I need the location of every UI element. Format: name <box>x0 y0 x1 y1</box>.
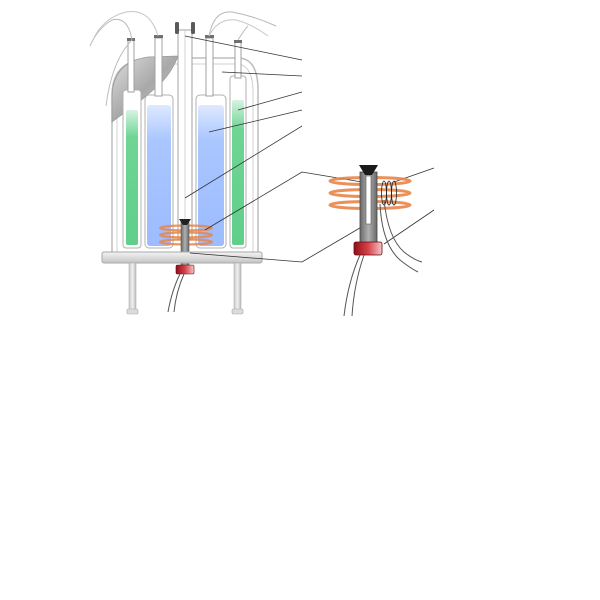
gas-line-right-drop <box>237 25 249 41</box>
main-apparatus <box>89 11 277 315</box>
callout-line-1 <box>184 35 303 61</box>
right-blue-neck <box>205 37 214 97</box>
main-sample-funnel <box>179 219 191 225</box>
left-green-cap <box>127 38 135 41</box>
gas-line-left-drop <box>105 39 133 107</box>
callout-line-9 <box>383 209 435 245</box>
right-foot <box>231 308 244 315</box>
inset-red-connector <box>353 241 383 256</box>
inset-sample-slot <box>365 175 372 225</box>
callout-line-5 <box>184 125 303 199</box>
callout-line-7 <box>189 221 371 263</box>
main-red-connector <box>175 264 195 275</box>
inset-cable-left-a <box>343 254 361 317</box>
central-tube-left-top-cap <box>175 22 179 34</box>
central-tube-right-top-cap <box>191 22 195 34</box>
left-blue-cap <box>154 35 163 38</box>
left-green-neck <box>127 39 135 93</box>
left-blue-liquid <box>147 105 171 246</box>
left-green-liquid <box>126 110 138 245</box>
right-green-liquid <box>232 100 244 245</box>
right-leg <box>233 262 242 312</box>
inset-cable-left-b <box>351 254 365 317</box>
callout-lines <box>184 35 435 263</box>
inset-sample-funnel <box>359 165 378 175</box>
left-leg <box>128 262 137 312</box>
right-blue-liquid <box>198 105 224 246</box>
main-cable-left <box>167 273 181 313</box>
right-blue-cap <box>205 35 214 38</box>
inset-spring-coil <box>381 180 397 206</box>
detail-inset <box>328 165 423 317</box>
base-plate <box>101 251 263 264</box>
left-foot <box>126 308 139 315</box>
inset-cable-right-a <box>383 199 423 263</box>
gas-line-right-outer <box>208 11 277 37</box>
callout-line-3 <box>237 91 303 111</box>
gas-line-left-inner <box>91 11 159 43</box>
gas-line-right-inner <box>208 19 269 37</box>
inset-cable-right-b <box>379 203 419 273</box>
left-blue-neck <box>154 37 163 97</box>
callout-line-4 <box>208 109 303 133</box>
main-cable-right <box>173 273 185 313</box>
right-green-cap <box>234 40 242 43</box>
callout-line-2 <box>221 71 303 77</box>
